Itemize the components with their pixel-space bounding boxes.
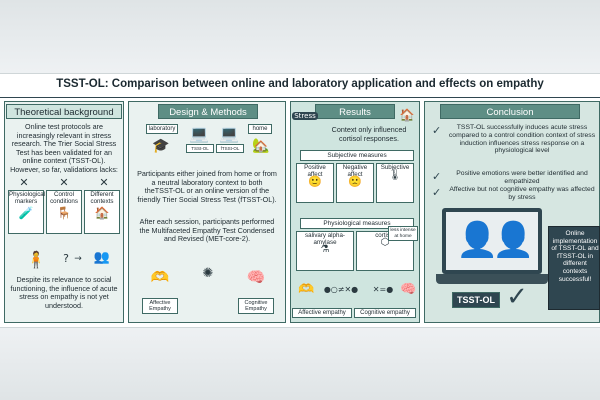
affective-empathy-label: Affective Empathy <box>142 298 178 314</box>
cognitive-empathy-label: Cognitive Empathy <box>238 298 274 314</box>
page-title: TSST-OL: Comparison between online and l… <box>56 78 544 90</box>
salivary-alpha-amylase-label: salivary alpha-amylase <box>305 232 345 246</box>
lack-label: Different contexts <box>90 191 114 205</box>
molecule-icon: ⬡ <box>380 237 390 248</box>
results-column <box>290 101 420 323</box>
house-icon: 🏠 <box>94 206 110 220</box>
positive-affect-label: Positive affect <box>304 164 326 178</box>
stress-icon: Stress <box>292 112 318 120</box>
laptop-icon: 💻 <box>219 124 239 143</box>
group-icon: 👥 <box>93 250 111 265</box>
cross-icon: ✕ <box>59 176 69 189</box>
laptop-icon: 💻 <box>189 124 209 143</box>
stress-burst-icon: ✺ <box>202 266 214 281</box>
conclusion-item-1: TSST-OL successfully induces acute stres… <box>448 124 596 155</box>
laboratory-label: laboratory <box>146 124 178 134</box>
methods-column <box>128 101 286 323</box>
lack-control-conditions: Control conditions 🪑 <box>46 190 82 234</box>
laptop-keyboard <box>436 274 548 284</box>
background-top <box>0 0 600 72</box>
home-icon: 🏠 <box>399 108 415 122</box>
cognitive-empathy-result-label: Cognitive empathy <box>354 308 416 318</box>
laptop-illustration: 👤 👤 <box>436 208 548 286</box>
lack-physiological-markers: Physiological markers 🧪 <box>8 190 46 234</box>
methods-participants-text: Participants either joined from home or … <box>137 169 277 204</box>
title-divider <box>0 97 600 98</box>
conclusion-item-2: Positive emotions were better identified… <box>456 170 588 185</box>
lack-label: Physiological markers <box>9 191 46 205</box>
stressed-person-icon: 🧍 <box>26 250 46 269</box>
head-gears-icon: 🧠 <box>246 268 266 286</box>
comparison-icon: ✕=● <box>372 285 394 294</box>
check-icon: ✓ <box>432 186 442 199</box>
success-callout-text: Online implementation of TSST-OL and fTS… <box>551 230 599 283</box>
conclusion-item-3: Affective but not cognitive empathy was … <box>449 186 595 201</box>
negative-affect-label: Negative affect <box>342 164 368 178</box>
person-icon: 👤 <box>456 220 499 260</box>
molecule-icon: ⚗ <box>320 244 330 255</box>
physiological-measures-header: Physiological measures <box>300 218 414 229</box>
home-label: home <box>248 124 272 134</box>
thermometer-icon: 🌡 <box>388 168 402 181</box>
methods-header: Design & Methods <box>158 104 258 119</box>
subjective-measures-header: Subjective measures <box>300 150 414 161</box>
head-gears-icon: 🧠 <box>400 282 417 297</box>
affective-empathy-result-label: Affective empathy <box>292 308 352 318</box>
heart-hands-icon: 🫶 <box>150 268 170 286</box>
cross-icon: ✕ <box>99 176 109 189</box>
conclusion-header: Conclusion <box>440 104 580 119</box>
background-outro: Despite its relevance to social function… <box>10 275 118 310</box>
check-icon: ✓ <box>432 124 442 137</box>
tsst-ol-label: TSST-OL <box>452 292 500 308</box>
comparison-icon: ●○≠✕● <box>323 285 359 294</box>
home-icon: 🏡 <box>252 138 270 154</box>
question-mark-icon: ? <box>63 252 69 265</box>
tssol-label: TSSt-OL <box>186 144 214 153</box>
subjective-box: Subjective 🌡 <box>376 163 414 203</box>
laptop-display: 👤 👤 <box>446 212 538 270</box>
chair-icon: 🪑 <box>56 206 72 220</box>
background-header: Theoretical background <box>6 104 122 119</box>
methods-empathy-text: After each session, participants perform… <box>139 217 275 244</box>
success-callout <box>548 226 600 310</box>
laboratory-icon: 🎓 <box>152 138 170 154</box>
less-intense-note: less intense at home <box>388 226 418 241</box>
cortisol-label: cortisol <box>375 232 395 239</box>
face-icon: 🙁 <box>348 175 362 188</box>
positive-affect-box: Positive affect 🙂 <box>296 163 334 203</box>
cross-icon: ✕ <box>19 176 29 189</box>
heart-hands-icon: 🫶 <box>298 282 315 297</box>
subjective-label: Subjective <box>380 164 410 171</box>
checkmark-icon: ✓ <box>506 282 528 312</box>
background-bottom <box>0 328 600 400</box>
lack-label: Control conditions <box>50 191 78 205</box>
results-header: Results <box>315 104 395 119</box>
salivary-alpha-amylase-box: salivary alpha-amylase ⚗ <box>296 231 354 271</box>
ftssol-label: fTSSt-OL <box>216 144 244 153</box>
negative-affect-box: Negative affect 🙁 <box>336 163 374 203</box>
background-intro: Online test protocols are increasingly r… <box>10 122 118 174</box>
laptop-screen: 👤 👤 <box>442 208 542 274</box>
arrow-right-icon: → <box>74 254 82 264</box>
face-icon: 🙂 <box>308 175 322 188</box>
person-icon: 👤 <box>492 220 535 260</box>
test-tube-icon: 🧪 <box>18 206 34 220</box>
lack-different-contexts: Different contexts 🏠 <box>84 190 120 234</box>
check-icon: ✓ <box>432 170 442 183</box>
cortisol-note: Context only influenced cortisol respons… <box>331 125 407 143</box>
